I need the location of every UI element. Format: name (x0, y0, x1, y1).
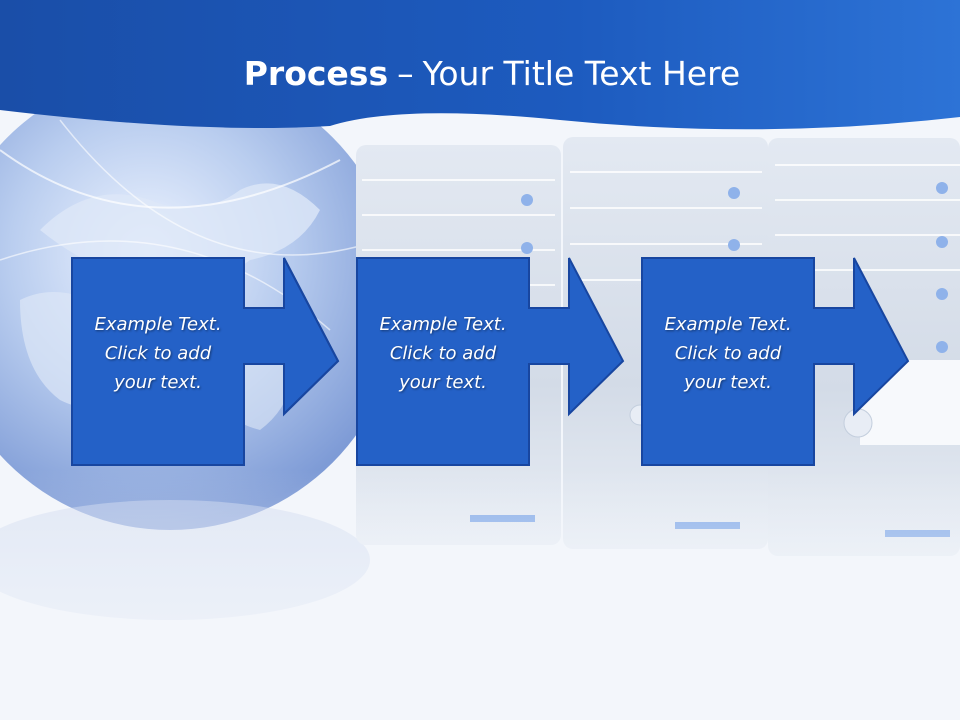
step-2-line-3: your text. (399, 372, 487, 393)
title-rest: Your Title Text Here (422, 54, 741, 93)
step-3-line-3: your text. (684, 372, 772, 393)
step-1-text: Example Text. Click to add your text. (80, 310, 236, 397)
step-1-arrow-shape (71, 257, 340, 466)
step-3-line-2: Click to add (674, 343, 782, 364)
slide-title[interactable]: Process–Your Title Text Here (0, 52, 960, 96)
step-2-text: Example Text. Click to add your text. (365, 310, 521, 397)
step-3-arrow-shape (641, 257, 910, 466)
title-separator: – (397, 54, 414, 93)
step-1-line-3: your text. (114, 372, 202, 393)
step-3-line-1: Example Text. (664, 314, 792, 335)
step-2-line-2: Click to add (389, 343, 497, 364)
step-3-text: Example Text. Click to add your text. (650, 310, 806, 397)
process-step-3[interactable]: Example Text. Click to add your text. (641, 257, 912, 468)
step-1-line-2: Click to add (104, 343, 212, 364)
step-2-arrow-shape (356, 257, 625, 466)
title-bold: Process (243, 54, 389, 93)
process-step-2[interactable]: Example Text. Click to add your text. (356, 257, 627, 468)
step-2-line-1: Example Text. (379, 314, 507, 335)
header-band (0, 0, 960, 130)
process-step-1[interactable]: Example Text. Click to add your text. (71, 257, 342, 468)
step-1-line-1: Example Text. (94, 314, 222, 335)
